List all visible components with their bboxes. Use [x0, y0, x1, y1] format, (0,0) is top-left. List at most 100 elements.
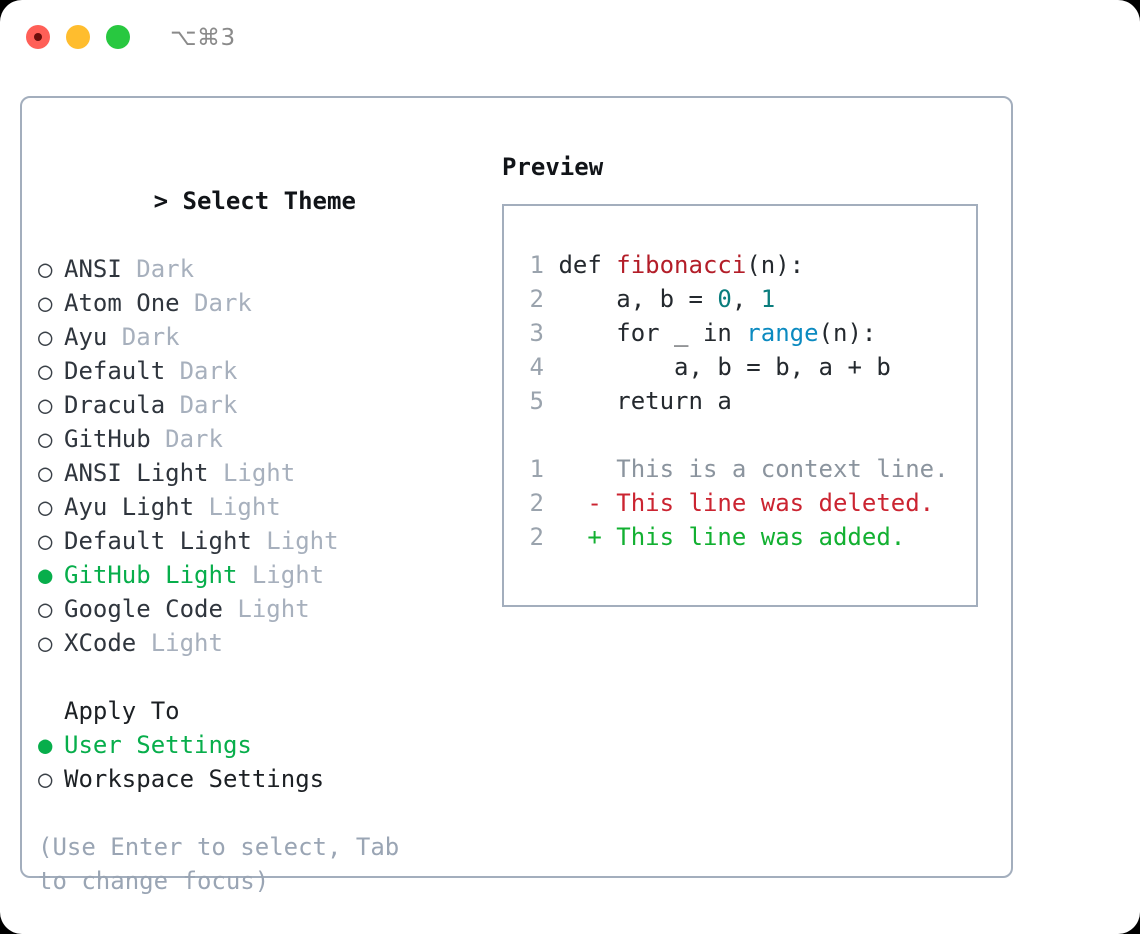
theme-option-label: XCode [64, 629, 137, 657]
theme-option-github[interactable]: ○GitHub Dark [38, 422, 478, 456]
line-number: 5 [529, 387, 544, 415]
theme-option-label: Dracula [64, 391, 166, 419]
theme-option-kind: Light [208, 459, 296, 487]
radio-unselected-icon: ○ [38, 289, 53, 317]
radio-unselected-icon: ○ [38, 255, 53, 283]
prompt-caret-icon: > [153, 187, 169, 215]
code-line: 3 for _ in range(n): [518, 316, 970, 350]
theme-option-label: Atom One [64, 289, 180, 317]
theme-option-xcode[interactable]: ○ XCode Light [38, 626, 478, 660]
apply-to-label: Apply To [64, 697, 180, 725]
theme-option-kind: Light [237, 561, 325, 589]
code-token: return a [558, 387, 732, 415]
bullet-placeholder: ○ [38, 694, 64, 728]
theme-option-label: Google Code [64, 595, 223, 623]
line-number: 2 [529, 285, 544, 313]
gutter-space [544, 285, 558, 313]
theme-option-ayu-light[interactable]: ○Ayu Light Light [38, 490, 478, 524]
window-title: ⌥⌘3 [170, 25, 236, 51]
radio-unselected-icon: ○ [38, 459, 53, 487]
theme-option-google-code[interactable]: ○ Google Code Light [38, 592, 478, 626]
spacer [518, 418, 970, 452]
theme-option-kind: Dark [107, 323, 180, 351]
theme-option-kind: Dark [121, 255, 195, 283]
diff-line-text: + This line was added. [544, 523, 906, 551]
radio-unselected-icon: ○ [38, 493, 53, 521]
line-number: 2 [529, 489, 544, 517]
diff-line-add: 2 + This line was added. [518, 520, 970, 554]
code-token: range [746, 319, 819, 347]
code-token: a, b = b, a + b [558, 353, 891, 381]
diff-lines: 1 This is a context line.2 - This line w… [518, 452, 970, 554]
preview-title: Preview [502, 153, 604, 181]
code-token: , [731, 285, 761, 313]
code-token: 1 [760, 285, 776, 313]
radio-unselected-icon: ○ [38, 527, 53, 555]
traffic-lights [26, 25, 130, 49]
radio-unselected-icon: ○ [38, 357, 53, 385]
theme-option-kind: Light [136, 629, 223, 657]
code-token: (n): [746, 251, 805, 279]
theme-picker-column: > Select Theme ○ANSI Dark○Atom One Dark○… [38, 150, 478, 898]
radio-selected-icon: ● [38, 731, 53, 759]
code-token: def [558, 251, 617, 279]
theme-option-kind: Dark [179, 289, 252, 317]
line-number: 2 [529, 523, 544, 551]
radio-selected-icon: ● [38, 561, 53, 589]
code-token: fibonacci [616, 251, 747, 279]
theme-option-default-light[interactable]: ○ Default Light Light [38, 524, 478, 558]
gutter-space [544, 353, 558, 381]
radio-unselected-icon: ○ [38, 425, 53, 453]
apply-to-option-label: User Settings [64, 731, 252, 759]
diff-line-del: 2 - This line was deleted. [518, 486, 970, 520]
apply-to-list: ● User Settings ○Workspace Settings [38, 728, 478, 796]
diff-line-text: - This line was deleted. [544, 489, 935, 517]
minimize-window-button[interactable] [66, 25, 90, 49]
theme-option-label: Ayu Light [64, 493, 195, 521]
gutter-space [544, 251, 558, 279]
theme-option-atom-one[interactable]: ○ Atom One Dark [38, 286, 478, 320]
radio-unselected-icon: ○ [38, 765, 53, 793]
theme-option-ansi-light[interactable]: ○ ANSI Light Light [38, 456, 478, 490]
radio-unselected-icon: ○ [38, 595, 53, 623]
line-number: 4 [529, 353, 544, 381]
spacer [38, 660, 478, 694]
theme-option-dracula[interactable]: ○Dracula Dark [38, 388, 478, 422]
theme-option-ayu[interactable]: ○Ayu Dark [38, 320, 478, 354]
apply-to-option-workspace-settings[interactable]: ○Workspace Settings [38, 762, 478, 796]
apply-to-option-user-settings[interactable]: ● User Settings [38, 728, 478, 762]
line-number: 1 [529, 455, 544, 483]
theme-option-github-light[interactable]: ● GitHub Light Light [38, 558, 478, 592]
theme-option-label: Default [64, 357, 166, 385]
code-line: 2 a, b = 0, 1 [518, 282, 970, 316]
radio-unselected-icon: ○ [38, 629, 53, 657]
theme-option-kind: Dark [150, 425, 223, 453]
apply-to-header: ○Apply To [38, 694, 478, 728]
title-bar: ⌥⌘3 [0, 0, 1140, 76]
theme-option-ansi[interactable]: ○ ANSI Dark [38, 252, 478, 286]
main-panel: > Select Theme ○ANSI Dark○Atom One Dark○… [20, 96, 1013, 895]
theme-option-label: ANSI Light [64, 459, 209, 487]
code-line: 5 return a [518, 384, 970, 418]
code-line: 4 a, b = b, a + b [518, 350, 970, 384]
gutter-space [544, 319, 558, 347]
theme-option-label: ANSI [64, 255, 122, 283]
theme-option-kind: Light [222, 595, 310, 623]
preview-column: Preview 1 def fibonacci(n): 2 a, b = 0, 1… [502, 150, 982, 607]
line-number: 3 [529, 319, 544, 347]
theme-option-kind: Light [251, 527, 339, 555]
close-window-button[interactable] [26, 25, 50, 49]
theme-option-label: Default Light [64, 527, 252, 555]
theme-option-label: GitHub Light [64, 561, 238, 589]
diff-line-ctx: 1 This is a context line. [518, 452, 970, 486]
keyboard-hint: (Use Enter to select, Tab to change focu… [38, 833, 414, 895]
select-theme-header: > Select Theme [38, 150, 478, 252]
theme-option-default[interactable]: ○Default Dark [38, 354, 478, 388]
maximize-window-button[interactable] [106, 25, 130, 49]
theme-option-label: Ayu [64, 323, 108, 351]
line-number: 1 [529, 251, 544, 279]
